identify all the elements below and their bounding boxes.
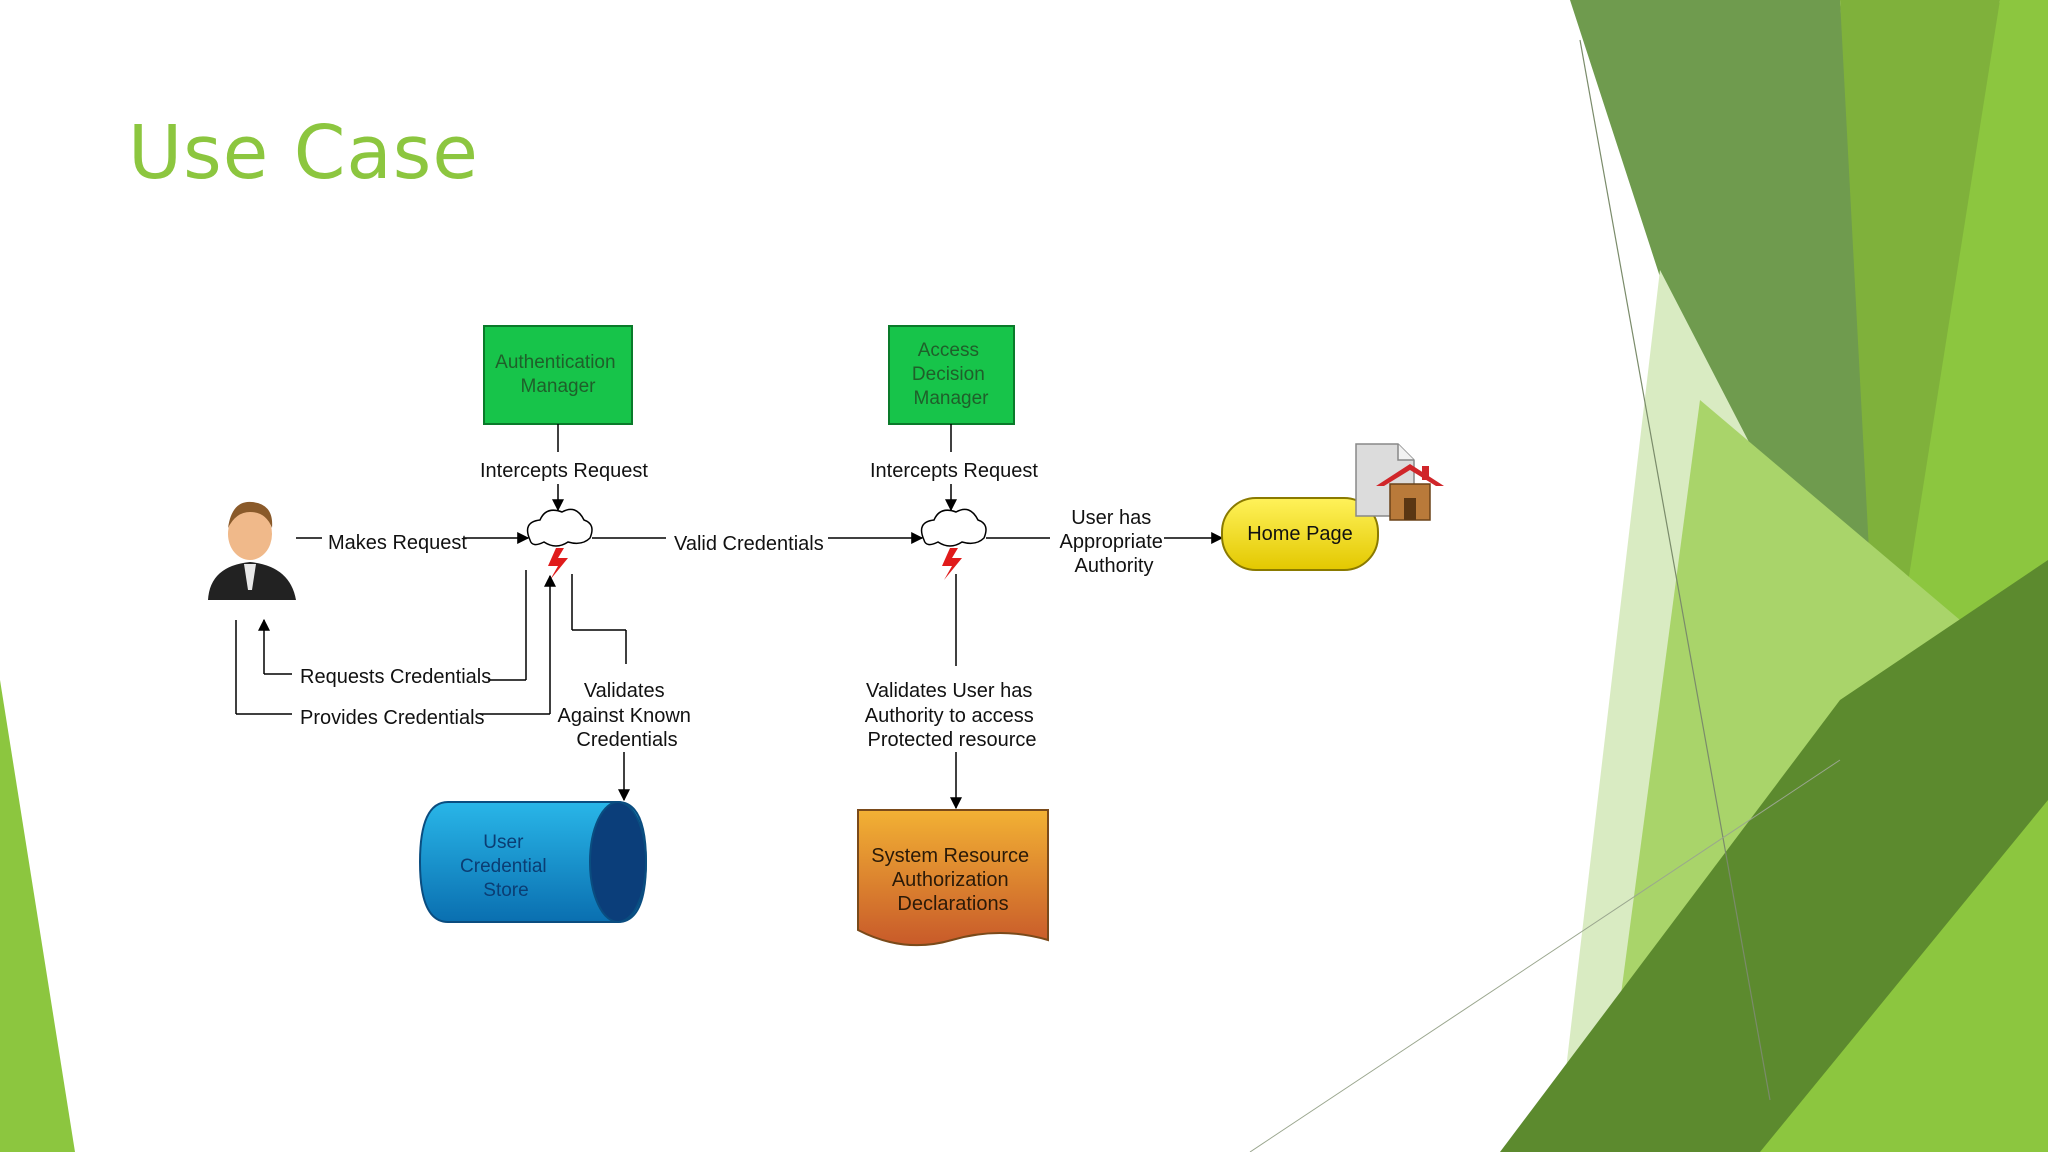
- home-page-label: Home Page: [1247, 523, 1353, 545]
- user-has-authority-label: User has Appropriate Authority: [1060, 507, 1169, 577]
- access-manager-line-3: Manager: [914, 388, 990, 409]
- svg-text:User Credential: User Credential Store: [460, 832, 552, 901]
- decor-line-1: [1579, 39, 1771, 1101]
- svg-text:Authentication Manager: Authentication Manager: [495, 352, 621, 397]
- auth-manager-line-2: Manager: [521, 376, 597, 397]
- user-credential-store: User Credential Store: [418, 801, 648, 923]
- intercepts-request-1-label: Intercepts Request: [480, 460, 648, 482]
- access-manager-line-1: Access: [918, 340, 979, 361]
- left-green-shape: [0, 680, 75, 1152]
- auth-manager-line-1: Authentication: [495, 352, 615, 373]
- slide-title: Use Case: [128, 110, 479, 196]
- validates-authority-label: Validates User has Authority to access P…: [865, 680, 1040, 751]
- provides-credentials-label: Provides Credentials: [300, 707, 485, 729]
- filter-cloud-1: [526, 508, 593, 580]
- filter-cloud-2: [920, 508, 987, 580]
- access-manager-line-2: Decision: [912, 364, 985, 385]
- auth-decl-line-2: Authorization: [892, 869, 1009, 891]
- user-icon: [208, 501, 296, 600]
- auth-decl-line-3: Declarations: [897, 893, 1008, 915]
- authorization-declarations-doc: System Resource Authorization Declaratio…: [857, 809, 1049, 947]
- credential-store-line-3: Store: [483, 880, 528, 901]
- authentication-manager-box: Authentication Manager: [483, 325, 633, 425]
- home-icon: [1355, 443, 1444, 521]
- svg-text:System Resource Author: System Resource Authorization Declaratio…: [871, 845, 1034, 915]
- svg-text:Access Decision: Access Decision Manager: [912, 340, 990, 409]
- decor-line-2: [1249, 759, 1841, 1152]
- validates-known-label: Validates Against Known Credentials: [558, 680, 697, 751]
- right-shape-lime: [1760, 800, 2048, 1152]
- home-page-node: Home Page: [1221, 497, 1379, 571]
- makes-request-label: Makes Request: [328, 532, 467, 554]
- auth-decl-line-1: System Resource: [871, 845, 1029, 867]
- intercepts-request-2-label: Intercepts Request: [870, 460, 1038, 482]
- valid-credentials-label: Valid Credentials: [674, 533, 824, 555]
- requests-credentials-label: Requests Credentials: [300, 666, 491, 688]
- credential-store-line-1: User: [483, 832, 524, 853]
- credential-store-line-2: Credential: [460, 856, 547, 877]
- access-decision-manager-box: Access Decision Manager: [888, 325, 1015, 425]
